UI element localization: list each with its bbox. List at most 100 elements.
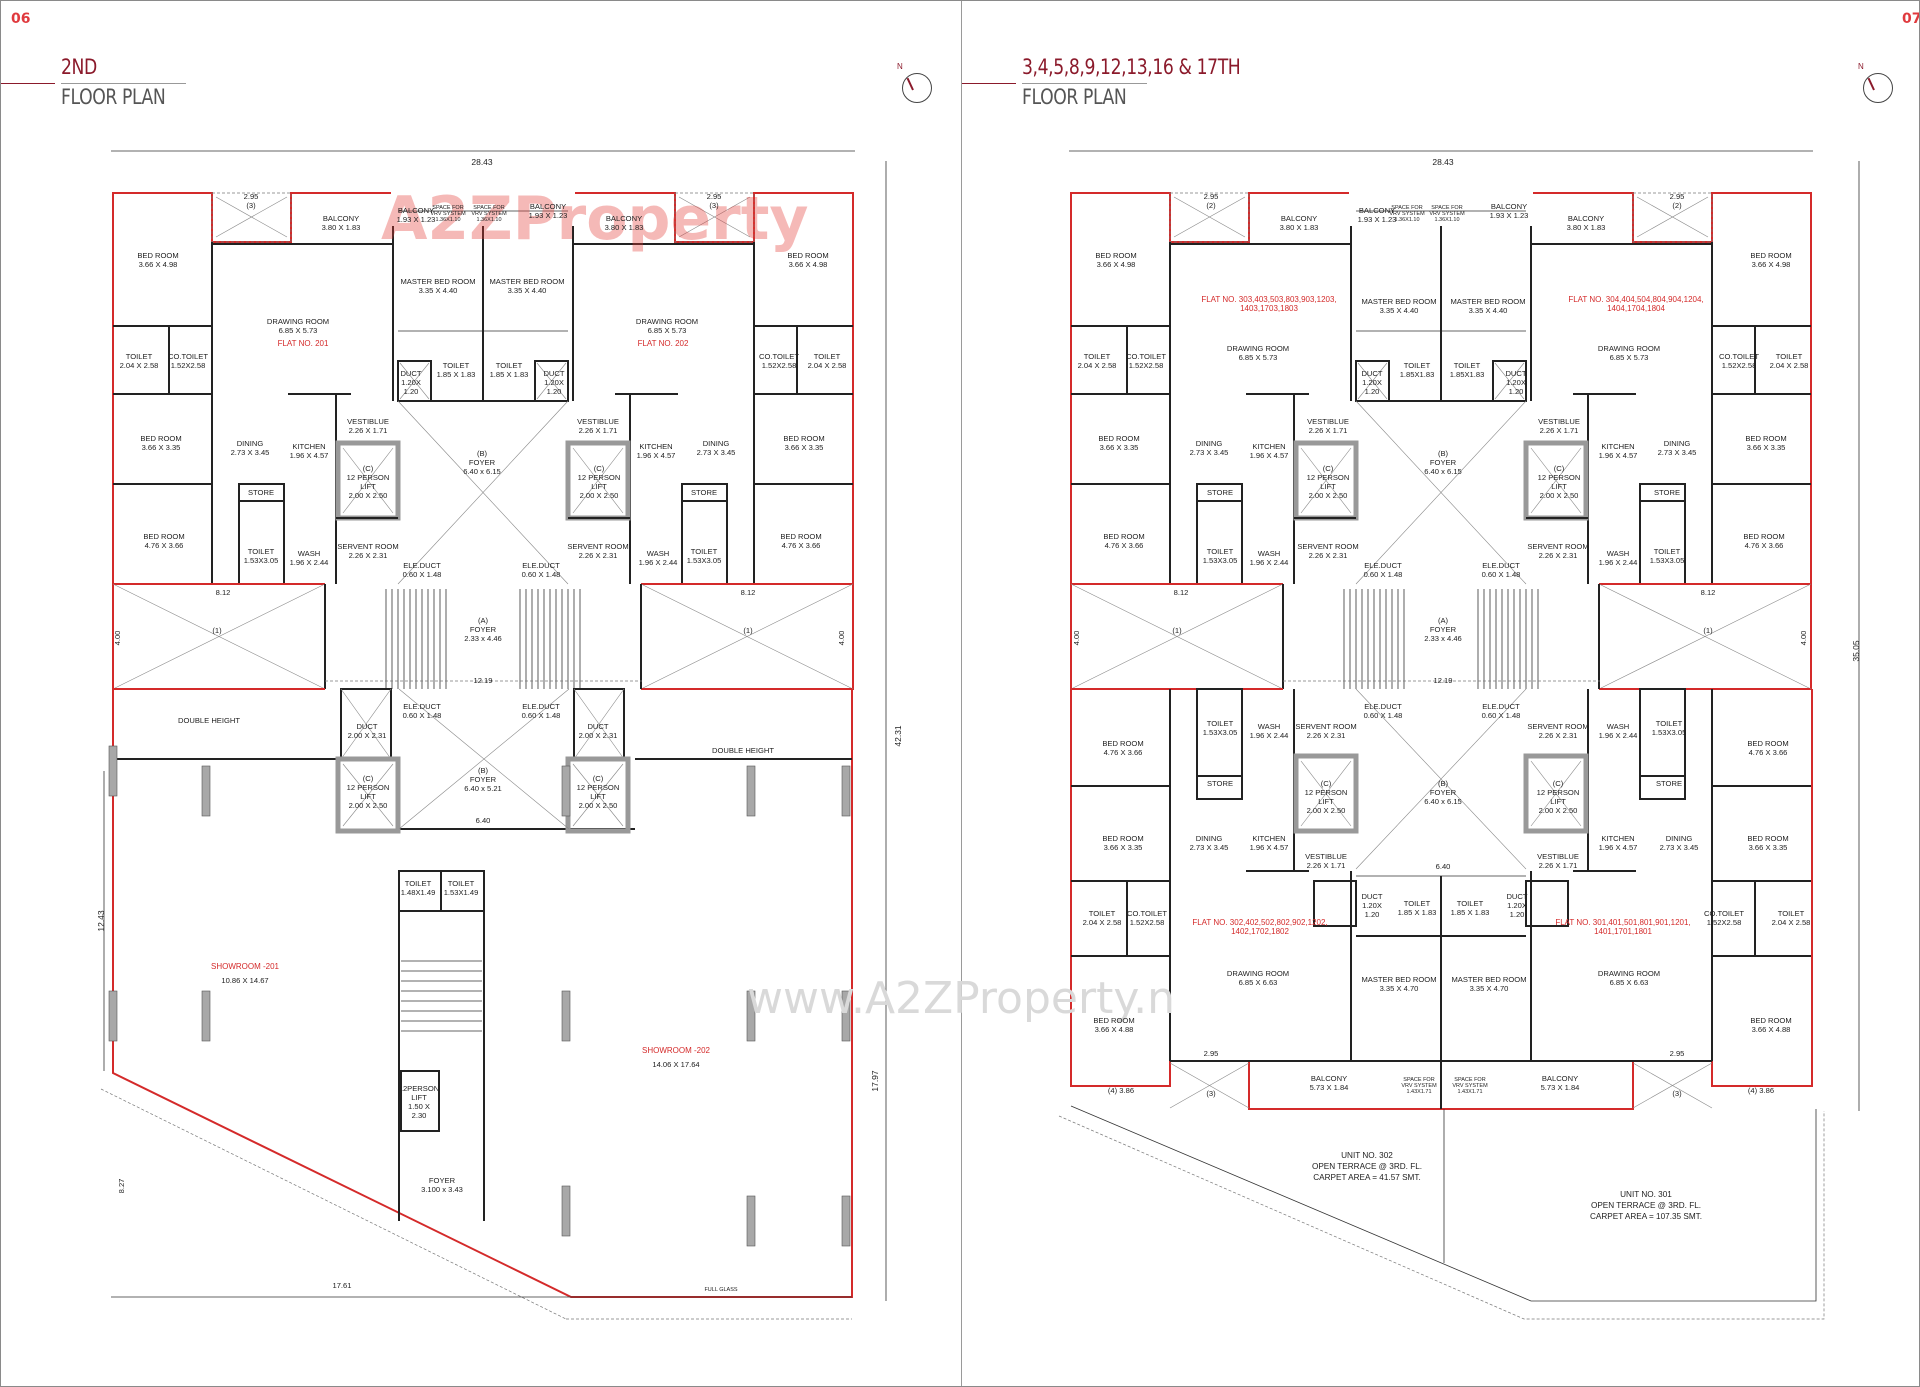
- label-line: BALCONY: [1568, 214, 1604, 223]
- label-line: 6.40: [476, 816, 491, 825]
- cutout-outline: [211, 192, 292, 243]
- label-line: 1401,1701,1801: [1594, 927, 1652, 936]
- label-line: BALCONY: [1359, 206, 1395, 215]
- label-line: MASTER BED ROOM: [1361, 975, 1436, 984]
- label-line: 2.95: [1204, 1049, 1219, 1058]
- open-space-cross: [342, 763, 394, 827]
- label-line: WASH: [647, 549, 670, 558]
- duct-box: [534, 360, 569, 402]
- label-line: FLAT NO. 304,404,504,804,904,1204,: [1568, 295, 1703, 304]
- label-line: 3.35 X 4.70: [1380, 984, 1419, 993]
- label-line: 2.26 X 1.71: [1309, 426, 1348, 435]
- label-line: 1.85 X 1.83: [1398, 908, 1437, 917]
- label-line: 2.26 X 1.71: [1540, 426, 1579, 435]
- room-label: 2.95(3): [707, 192, 722, 210]
- label-line: 12.43: [96, 910, 106, 932]
- room-label: 2.95: [1670, 1049, 1685, 1058]
- projection-line: [100, 1088, 567, 1320]
- label-line: (1): [743, 626, 753, 635]
- label-line: TOILET: [1457, 899, 1484, 908]
- label-line: TOILET: [1089, 909, 1116, 918]
- label-line: DINING: [703, 439, 730, 448]
- label-line: 1.96 X 2.44: [290, 558, 329, 567]
- terrace-parapet: [1070, 1105, 1817, 1302]
- open-space-cross: [1300, 447, 1352, 514]
- label-line: VESTIBLUE: [1537, 852, 1579, 861]
- label-line: 4.76 X 3.66: [782, 541, 821, 550]
- label-line: 1.20: [1510, 910, 1525, 919]
- label-line: 2.00 X 2.50: [1307, 806, 1346, 815]
- label-line: 1.52X2.58: [171, 361, 206, 370]
- duct-box: [1525, 880, 1569, 927]
- label-line: BALCONY: [1281, 214, 1317, 223]
- label-line: 3.66 X 3.35: [1100, 443, 1139, 452]
- label-line: BED ROOM: [143, 532, 184, 541]
- label-line: 2.33 x 4.46: [1424, 634, 1462, 643]
- label-line: (1): [212, 626, 222, 635]
- toilet-block: [238, 483, 285, 585]
- label-line: LIFT: [360, 792, 376, 801]
- flat-number-label: FLAT NO. 301,401,501,801,901,1201,1401,1…: [1555, 918, 1690, 936]
- label-line: 12 PERSON: [1305, 788, 1348, 797]
- label-line: 4.76 X 3.66: [145, 541, 184, 550]
- label-line: KITCHEN: [1252, 834, 1285, 843]
- label-line: 1.85 X 1.83: [1451, 908, 1490, 917]
- label-line: (B): [478, 766, 489, 775]
- label-line: 2.73 X 3.45: [1190, 843, 1229, 852]
- label-line: VRV SYSTEM: [1389, 211, 1425, 217]
- label-line: (B): [477, 449, 488, 458]
- label-line: 2.04 X 2.58: [1770, 361, 1809, 370]
- label-line: 1.20X: [1362, 378, 1382, 387]
- label-line: DUCT: [1361, 369, 1382, 378]
- open-space-cross: [678, 196, 751, 238]
- label-line: TOILET: [448, 879, 475, 888]
- projection-line: [1058, 1111, 1825, 1320]
- label-line: (1): [1172, 626, 1182, 635]
- label-line: FLAT NO. 302,402,502,802,902,1202,: [1192, 918, 1327, 927]
- label-line: ELE.DUCT: [1364, 702, 1402, 711]
- duct-box: [1492, 360, 1527, 402]
- label-line: 12.19: [473, 676, 492, 685]
- label-line: CO.TOILET: [1704, 909, 1744, 918]
- label-line: 1.36X1.10: [1434, 217, 1459, 223]
- label-line: 0.60 X 1.48: [1482, 711, 1521, 720]
- label-line: 3.35 X 4.40: [419, 286, 458, 295]
- label-line: 2.26 X 2.31: [1539, 731, 1578, 740]
- label-line: TOILET: [248, 547, 275, 556]
- open-space-cross: [1357, 362, 1388, 400]
- label-line: 2.33 x 4.46: [464, 634, 502, 643]
- label-line: ELE.DUCT: [522, 561, 560, 570]
- label-line: 4.00: [113, 631, 122, 646]
- label-line: 1.96 X 2.44: [639, 558, 678, 567]
- label-line: 8.12: [741, 588, 756, 597]
- label-line: DRAWING ROOM: [636, 317, 698, 326]
- label-line: 2.73 X 3.45: [697, 448, 736, 457]
